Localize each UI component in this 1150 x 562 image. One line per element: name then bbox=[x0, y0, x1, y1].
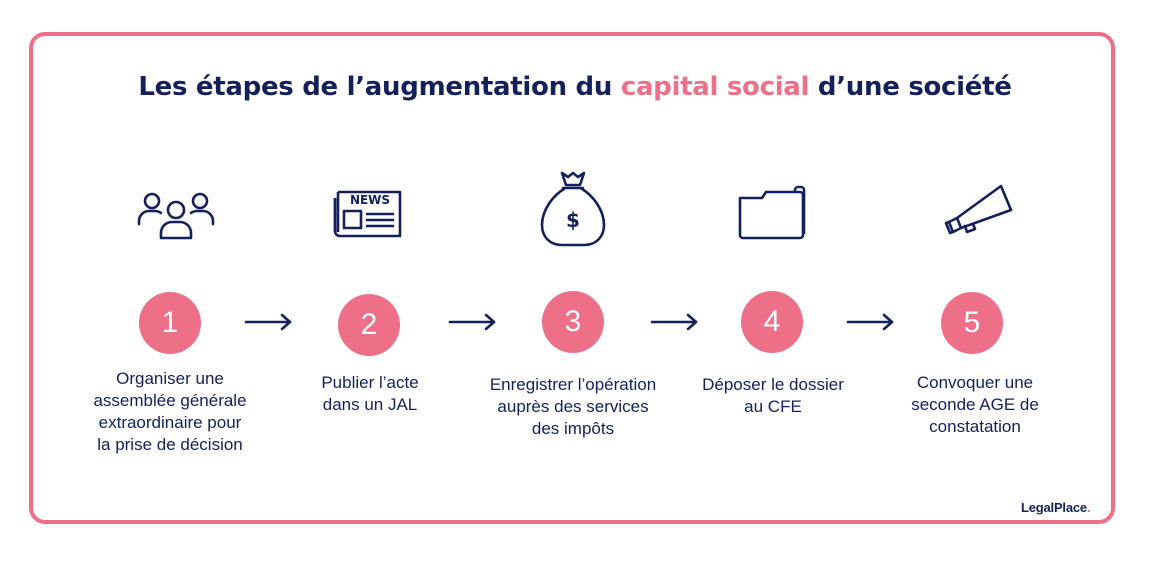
title-part-1: Les étapes de l’augmentation du bbox=[138, 72, 621, 102]
title-part-2: d’une société bbox=[809, 72, 1012, 102]
step-1-label-line: Organiser une bbox=[116, 369, 224, 388]
arrow-right-icon bbox=[846, 312, 896, 332]
step-1-label-line: extraordinaire pour bbox=[98, 413, 242, 432]
step-5-label-line: constatation bbox=[929, 417, 1021, 436]
arrow-right-icon bbox=[448, 312, 498, 332]
step-4-label-line: au CFE bbox=[744, 397, 802, 416]
arrow-right-icon bbox=[650, 312, 700, 332]
diagram-frame bbox=[29, 32, 1115, 524]
step-3-label: Enregistrer l’opération auprès des servi… bbox=[473, 374, 673, 440]
logo-dot: . bbox=[1086, 500, 1091, 515]
title-highlight: capital social bbox=[620, 72, 810, 102]
step-4-circle: 4 bbox=[741, 291, 803, 353]
logo-text: LegalPlace bbox=[1021, 500, 1087, 515]
megaphone-icon bbox=[935, 178, 1015, 248]
page-title: Les étapes de l’augmentation du capital … bbox=[0, 72, 1150, 102]
newspaper-text: NEWS bbox=[350, 193, 390, 207]
step-3-label-line: des impôts bbox=[531, 419, 615, 438]
brand-logo: LegalPlace. bbox=[1021, 500, 1091, 515]
step-1-label-line: la prise de décision bbox=[97, 435, 243, 454]
step-5-circle: 5 bbox=[941, 292, 1003, 354]
newspaper-icon: NEWS bbox=[328, 178, 408, 248]
step-2-label: Publier l’acte dans un JAL bbox=[270, 372, 470, 416]
step-2-label-line: Publier l’acte bbox=[321, 373, 419, 392]
step-2-label-line: dans un JAL bbox=[322, 395, 418, 414]
money-bag-icon: $ bbox=[533, 169, 613, 247]
step-3-label-line: Enregistrer l’opération bbox=[489, 375, 657, 394]
step-1-circle: 1 bbox=[139, 292, 201, 354]
step-3-label-line: auprès des services bbox=[497, 397, 649, 416]
group-of-people-icon bbox=[136, 180, 216, 250]
step-4-label-line: Déposer le dossier bbox=[702, 375, 844, 394]
step-5-label: Convoquer une seconde AGE de constatatio… bbox=[875, 372, 1075, 438]
folder-icon bbox=[733, 178, 813, 248]
step-2-circle: 2 bbox=[338, 294, 400, 356]
step-5-label-line: seconde AGE de bbox=[911, 395, 1039, 414]
step-1-label-line: assemblée générale bbox=[93, 391, 247, 410]
step-3-circle: 3 bbox=[542, 291, 604, 353]
arrow-right-icon bbox=[244, 312, 294, 332]
step-5-label-line: Convoquer une bbox=[916, 373, 1034, 392]
money-bag-symbol: $ bbox=[566, 208, 580, 232]
step-4-label: Déposer le dossier au CFE bbox=[673, 374, 873, 418]
step-1-label: Organiser une assemblée générale extraor… bbox=[70, 368, 270, 456]
